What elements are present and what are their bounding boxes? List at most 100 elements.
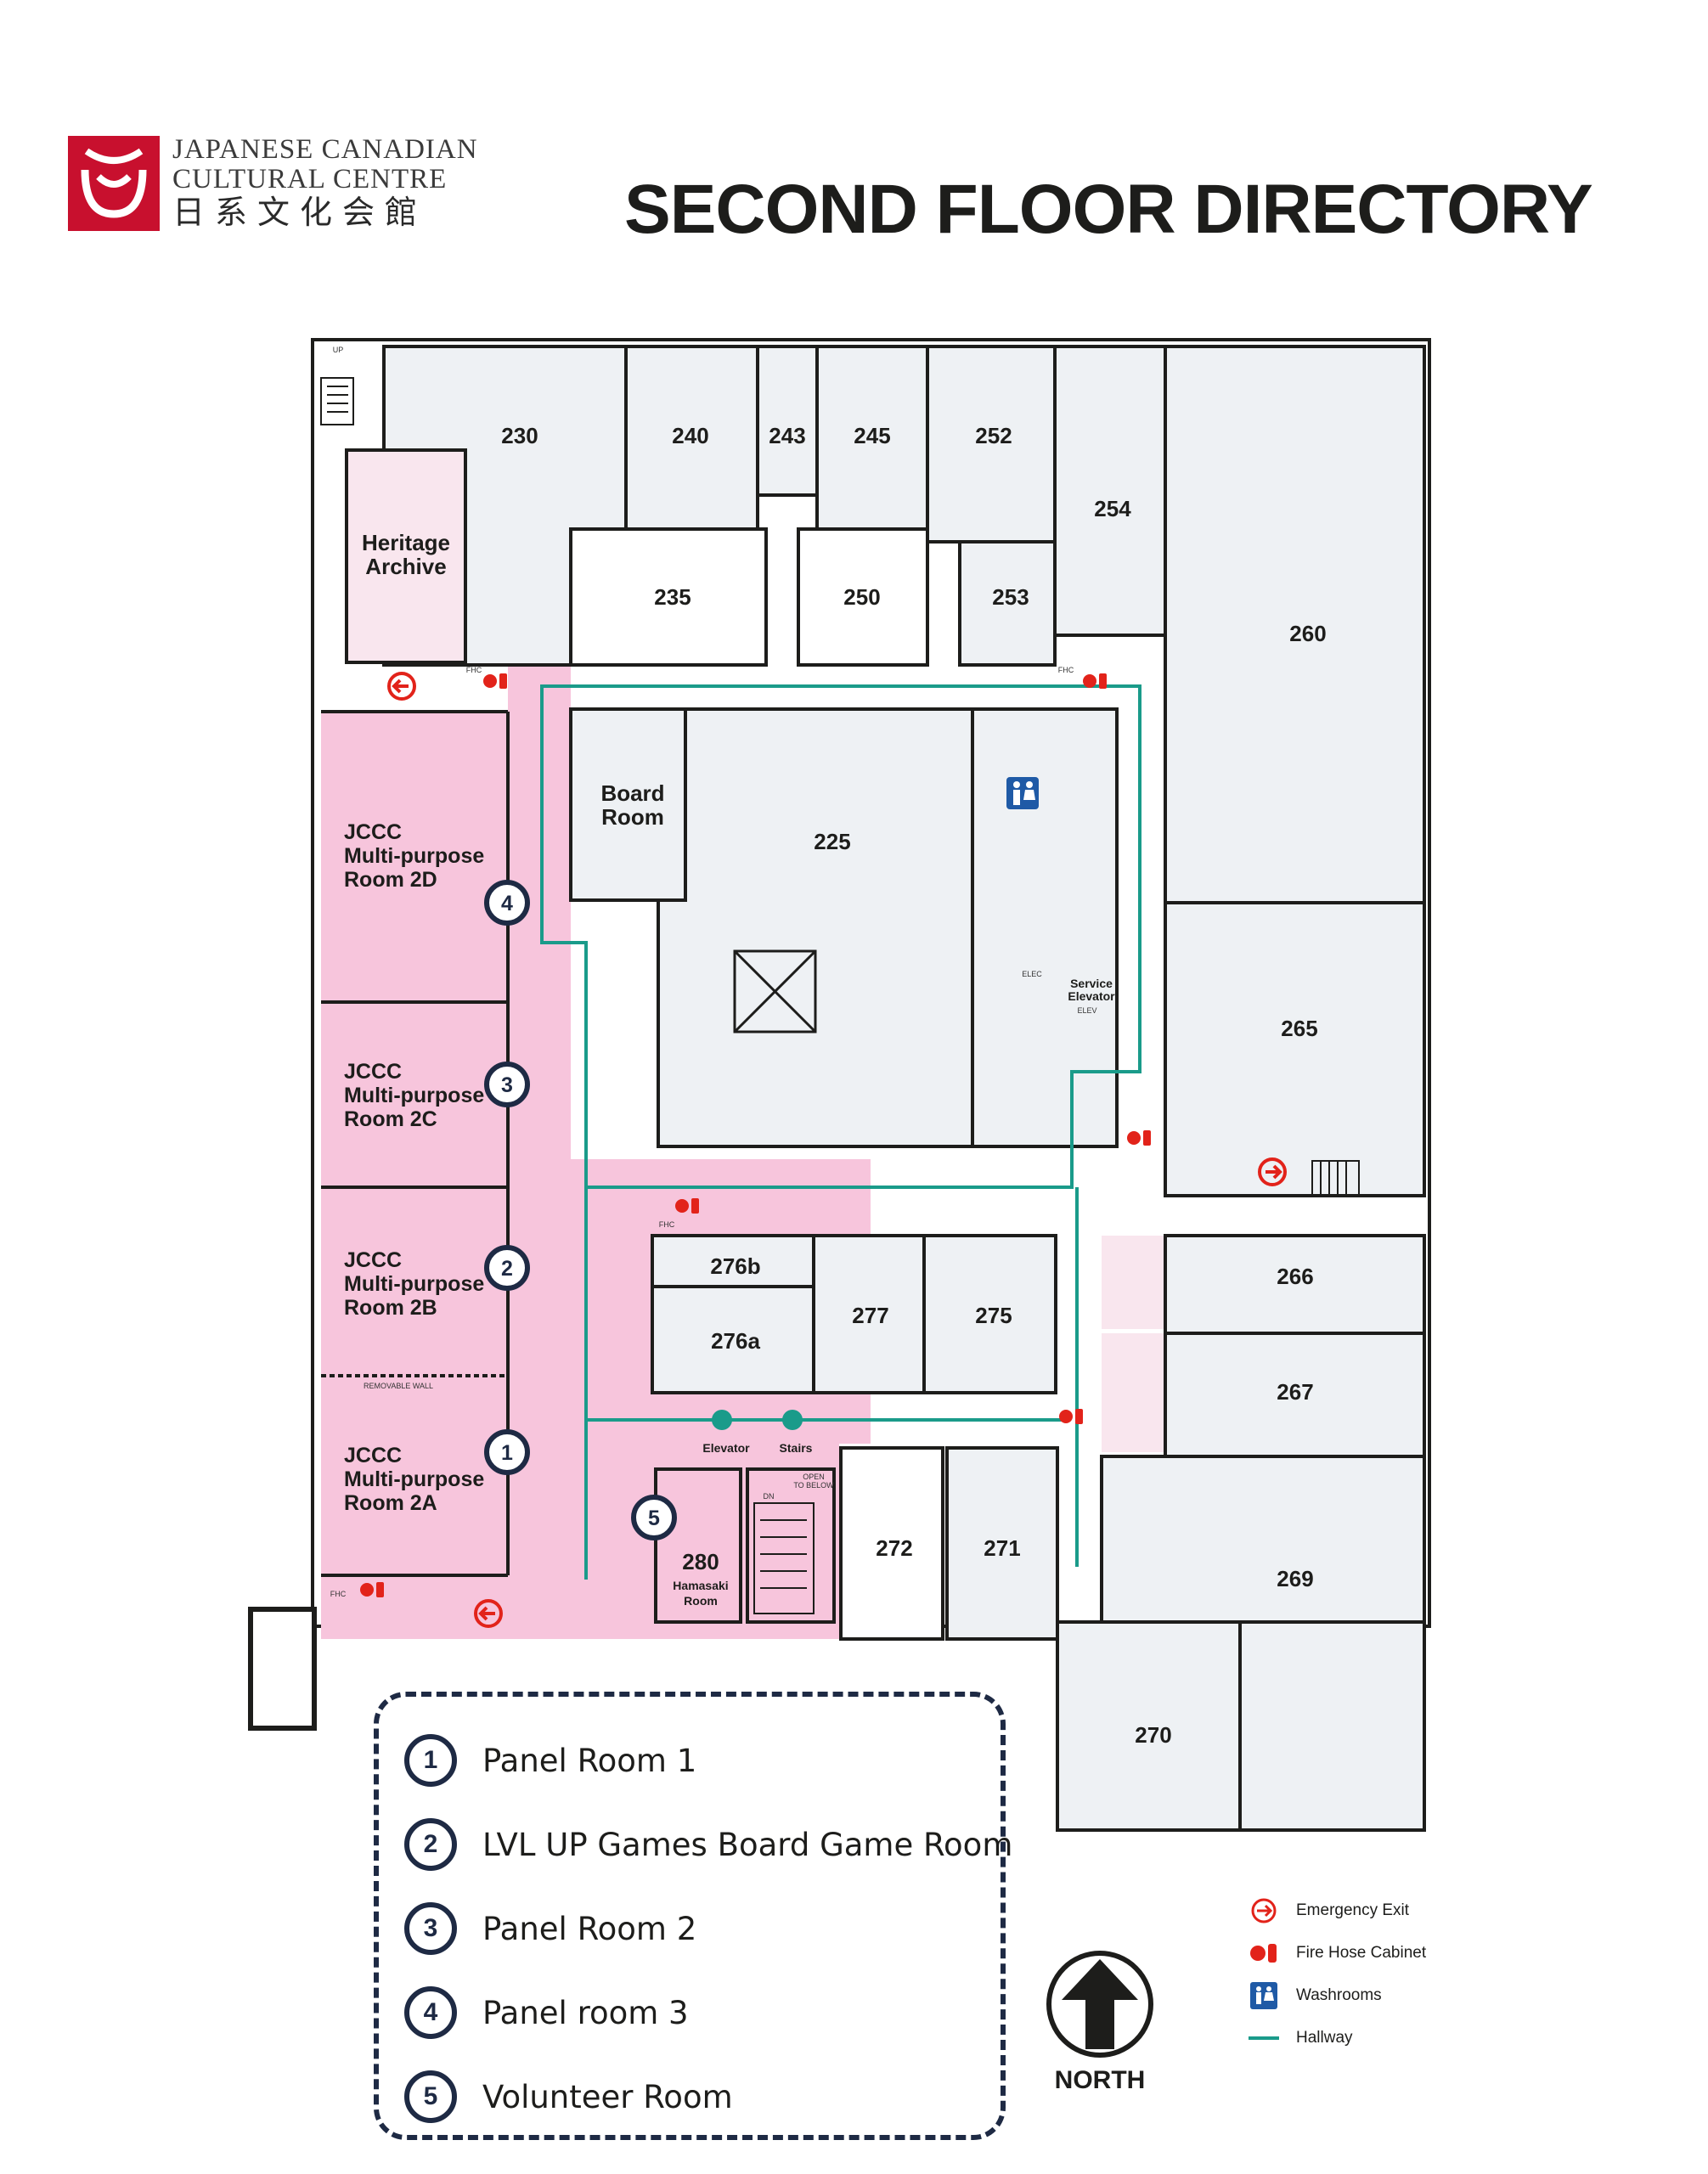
key-number-5: 5 xyxy=(404,2070,457,2123)
fhc-label-4: FHC xyxy=(330,1590,347,1598)
emergency-exit-icon xyxy=(387,672,416,701)
key-item-3: 3 Panel Room 2 xyxy=(404,1895,696,1963)
stair-up-label: UP xyxy=(333,346,344,354)
board-room-label-2: Room xyxy=(601,804,664,830)
elev-label: ELEV xyxy=(1077,1006,1096,1015)
fire-hose-cabinet-icon xyxy=(1249,1938,1279,1968)
hamasaki-room-label-2: Room xyxy=(684,1594,718,1608)
room-254-label: 254 xyxy=(1094,496,1131,521)
stairs-label: Stairs xyxy=(780,1441,813,1455)
svg-text:4: 4 xyxy=(501,892,513,915)
emergency-exit-icon xyxy=(1258,1157,1287,1186)
emergency-exit-icon xyxy=(1249,1895,1279,1926)
room-2a-label: Room 2A xyxy=(344,1491,437,1515)
legend-row-fire-hose: Fire Hose Cabinet xyxy=(1249,1936,1426,1970)
legend-row-exit: Emergency Exit xyxy=(1249,1894,1409,1928)
stair-down-label: DN xyxy=(764,1492,775,1501)
room-252-label: 252 xyxy=(975,423,1012,448)
panel-room-key: 1 Panel Room 1 2 LVL UP Games Board Game… xyxy=(374,1692,1012,2140)
heritage-archive-label-1: Heritage xyxy=(362,530,450,555)
key-label-1: Panel Room 1 xyxy=(482,1742,697,1779)
svg-text:1: 1 xyxy=(501,1441,513,1465)
key-item-4: 4 Panel room 3 xyxy=(404,1979,689,2047)
room-275-label: 275 xyxy=(975,1303,1012,1328)
room-276b-label: 276b xyxy=(710,1253,760,1279)
room-225-label: 225 xyxy=(814,829,850,854)
room-272-label: 272 xyxy=(876,1535,912,1561)
room-2a-jccc: JCCC xyxy=(344,1444,402,1467)
heritage-archive-label-2: Archive xyxy=(365,554,446,579)
room-2d-jccc: JCCC xyxy=(344,820,402,844)
svg-text:5: 5 xyxy=(648,1507,660,1530)
room-250-label: 250 xyxy=(843,584,880,610)
svg-text:3: 3 xyxy=(501,1073,513,1097)
room-269-label: 269 xyxy=(1277,1566,1313,1591)
north-compass: NORTH xyxy=(1045,1949,1155,2098)
emergency-exit-icon xyxy=(474,1599,503,1628)
room-253-label: 253 xyxy=(992,584,1029,610)
room-267-label: 267 xyxy=(1277,1379,1313,1405)
org-name-japanese: 日系文化会館 xyxy=(172,195,428,231)
key-label-2: LVL UP Games Board Game Room xyxy=(482,1826,1013,1863)
key-number-3: 3 xyxy=(404,1902,457,1955)
room-276a-label: 276a xyxy=(711,1328,760,1354)
room-271-label: 271 xyxy=(984,1535,1020,1561)
north-arrow-icon xyxy=(1046,1951,1153,2058)
legend-row-washroom: Washrooms xyxy=(1249,1979,1382,2013)
room-235-label: 235 xyxy=(654,584,691,610)
legend-row-hallway: Hallway xyxy=(1249,2021,1353,2055)
fhc-label-1: FHC xyxy=(466,666,482,674)
key-label-4: Panel room 3 xyxy=(482,1994,689,2031)
room-2d-label: Room 2D xyxy=(344,868,437,892)
key-number-4: 4 xyxy=(404,1986,457,2039)
key-number-1: 1 xyxy=(404,1734,457,1787)
north-label: NORTH xyxy=(1054,2066,1146,2094)
fhc-label-3: FHC xyxy=(659,1220,675,1229)
jccc-logo-icon xyxy=(68,136,160,231)
key-item-1: 1 Panel Room 1 xyxy=(404,1726,696,1794)
board-room-label-1: Board xyxy=(600,780,664,806)
room-2c-multipurpose: Multi-purpose xyxy=(344,1084,484,1107)
legend-label-washroom: Washrooms xyxy=(1296,1986,1382,2004)
room-280-label: 280 xyxy=(682,1549,719,1574)
room-277-label: 277 xyxy=(852,1303,888,1328)
page-title: SECOND FLOOR DIRECTORY xyxy=(624,171,1593,248)
fire-hose-cabinet-icon xyxy=(360,673,1151,1597)
room-270-label: 270 xyxy=(1135,1722,1171,1748)
panel-marker-3: 3 xyxy=(484,1062,530,1107)
room-2c-jccc: JCCC xyxy=(344,1060,402,1084)
room-243-label: 243 xyxy=(769,423,805,448)
panel-marker-5: 5 xyxy=(631,1495,677,1540)
panel-marker-4: 4 xyxy=(484,880,530,926)
room-240-label: 240 xyxy=(672,423,708,448)
key-label-5: Volunteer Room xyxy=(482,2078,733,2115)
open-to-below-label-2: TO BELOW xyxy=(793,1481,834,1490)
room-266-label: 266 xyxy=(1277,1264,1313,1289)
room-230-label: 230 xyxy=(501,423,538,448)
panel-marker-2: 2 xyxy=(484,1245,530,1291)
room-265-label: 265 xyxy=(1281,1016,1317,1041)
key-label-3: Panel Room 2 xyxy=(482,1910,697,1947)
room-2c-label: Room 2C xyxy=(344,1107,437,1131)
room-2d-multipurpose: Multi-purpose xyxy=(344,844,484,868)
legend-label-exit: Emergency Exit xyxy=(1296,1901,1410,1919)
washroom-icon xyxy=(1006,777,1039,809)
removable-wall-label: REMOVABLE WALL xyxy=(364,1382,433,1390)
room-2b-label: Room 2B xyxy=(344,1296,437,1320)
legend-label-hallway: Hallway xyxy=(1296,2029,1353,2047)
fhc-label-2: FHC xyxy=(1058,666,1074,674)
key-item-2: 2 LVL UP Games Board Game Room xyxy=(404,1811,1012,1878)
panel-marker-1: 1 xyxy=(484,1429,530,1475)
elec-label: ELEC xyxy=(1022,970,1042,978)
service-elevator-label-2: Elevator xyxy=(1068,989,1115,1003)
washroom-icon xyxy=(1249,1980,1279,2011)
room-245-label: 245 xyxy=(854,423,890,448)
map-legend: Emergency Exit Fire Hose Cabinet Washroo… xyxy=(1249,1894,1452,2064)
elevator-label: Elevator xyxy=(702,1441,750,1455)
room-2b-jccc: JCCC xyxy=(344,1248,402,1272)
hamasaki-room-label-1: Hamasaki xyxy=(673,1579,728,1592)
open-to-below-label-1: OPEN xyxy=(803,1473,825,1481)
room-260-label: 260 xyxy=(1289,621,1326,646)
key-number-2: 2 xyxy=(404,1818,457,1871)
